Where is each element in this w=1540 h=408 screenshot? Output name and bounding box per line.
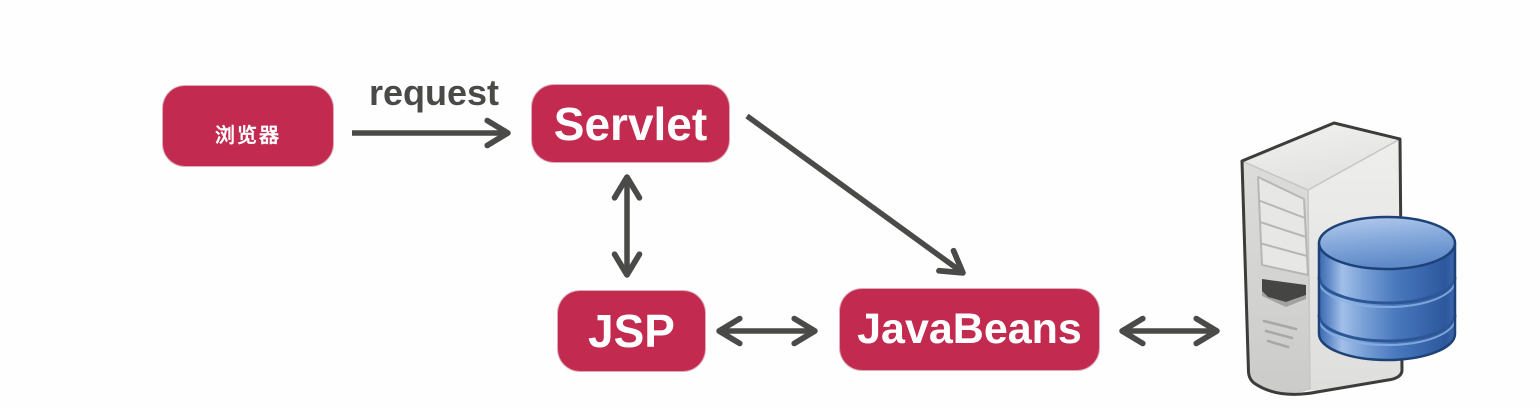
- node-browser: 浏览器: [163, 86, 333, 166]
- request-label: request: [368, 72, 500, 113]
- node-jsp: JSP: [558, 291, 705, 371]
- node-javabeans-label: JavaBeans: [857, 305, 1082, 353]
- node-browser-label: 浏览器: [215, 124, 281, 147]
- node-servlet: Servlet: [532, 85, 729, 162]
- node-jsp-label: JSP: [588, 305, 675, 357]
- server-database-icon: [1240, 121, 1457, 396]
- node-servlet-label: Servlet: [553, 97, 708, 150]
- arrow-servlet-to-javabeans: [745, 113, 966, 276]
- node-javabeans: JavaBeans: [840, 289, 1099, 370]
- database-cylinder: [1317, 215, 1457, 362]
